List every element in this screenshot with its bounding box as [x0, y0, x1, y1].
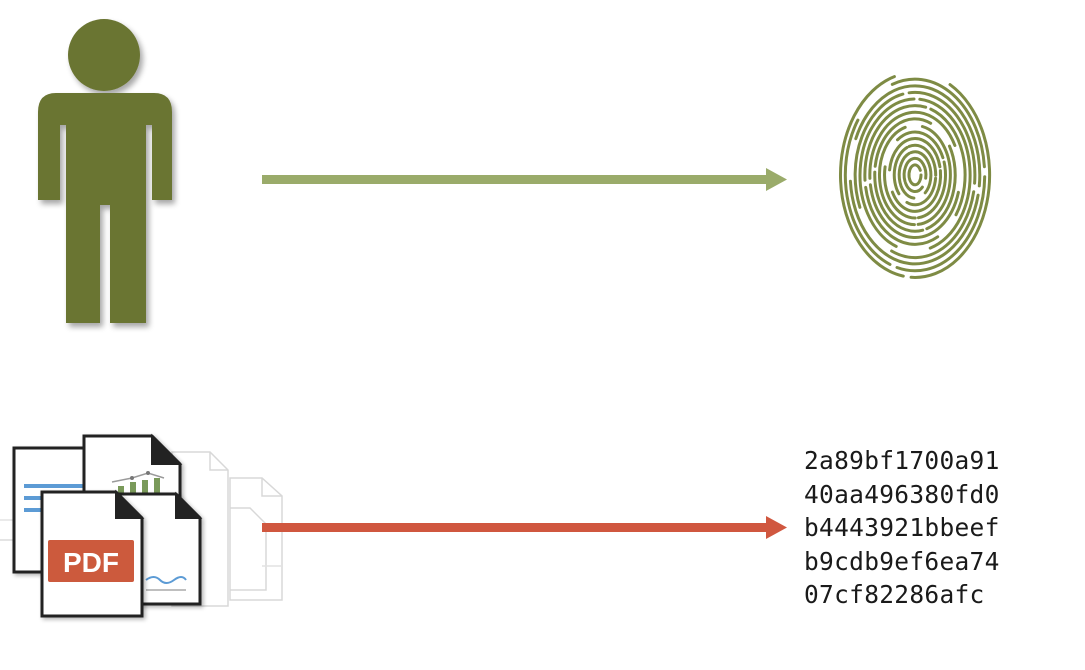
fingerprint-ridge — [929, 107, 967, 217]
fingerprint-ridge — [854, 84, 982, 188]
fingerprint-ridge — [916, 125, 952, 226]
identity-arrow — [262, 168, 787, 191]
fingerprint-ridge — [888, 137, 942, 172]
fingerprint-ridge — [838, 75, 905, 278]
fingerprint-ridge — [868, 110, 957, 180]
fingerprint-ridge — [863, 104, 928, 182]
fingerprint-ridge — [912, 156, 928, 180]
fingerprint-ridge — [843, 118, 892, 266]
fingerprint-ridge — [925, 144, 957, 231]
document-stack-icon: PDF — [0, 433, 283, 618]
fingerprint-ridge — [918, 97, 972, 250]
fingerprint-ridge — [905, 176, 938, 207]
fingerprint-ridge — [916, 160, 947, 220]
fingerprint-ridge — [878, 125, 916, 227]
hash-line: 2a89bf1700a91 — [804, 446, 1000, 475]
fingerprint-ridge — [853, 92, 905, 209]
fingerprint-icon — [838, 75, 992, 279]
fingerprint-ridge — [890, 77, 986, 169]
fingerprint-ridge — [890, 190, 976, 260]
fingerprint-ridge — [907, 143, 938, 177]
fingerprint-ridge — [902, 157, 915, 183]
fingerprint-ridge — [907, 173, 923, 187]
fingerprint-ridge — [873, 117, 933, 168]
fingerprint-ridge — [907, 163, 922, 179]
fingerprint-ridge — [904, 181, 924, 193]
pdf-file-icon: PDF — [40, 489, 145, 618]
fingerprint-ridge — [868, 183, 960, 239]
fingerprint-ridge — [890, 169, 943, 213]
hash-line: 40aa496380fd0 — [804, 479, 1000, 509]
fingerprint-ridge — [858, 97, 916, 248]
fingerprint-ridge — [909, 83, 992, 279]
fingerprint-ridge — [897, 151, 916, 200]
fingerprint-ridge — [907, 90, 977, 185]
hash-digest: 2a89bf1700a91 40aa496380fd0 b4443921bbee… — [804, 444, 1064, 612]
fingerprint-ridge — [896, 130, 945, 160]
fingerprint-ridge — [873, 170, 925, 233]
person-icon — [38, 19, 172, 323]
fingerprint-ridge — [895, 175, 987, 273]
fingerprint-ridge — [883, 165, 917, 220]
fingerprint-ridge — [848, 179, 980, 266]
fingerprint-ridge — [892, 145, 909, 196]
hash-line: b4443921bbeef — [804, 513, 1000, 542]
fingerprint-ridge — [864, 185, 940, 246]
background-doc — [171, 451, 283, 607]
fingerprint-ridge — [909, 150, 933, 195]
hash-arrow — [262, 516, 787, 539]
pdf-label: PDF — [63, 547, 119, 578]
hash-line: 07cf82286afc — [804, 580, 985, 609]
hash-line: b9cdb9ef6ea74 — [804, 546, 1000, 576]
